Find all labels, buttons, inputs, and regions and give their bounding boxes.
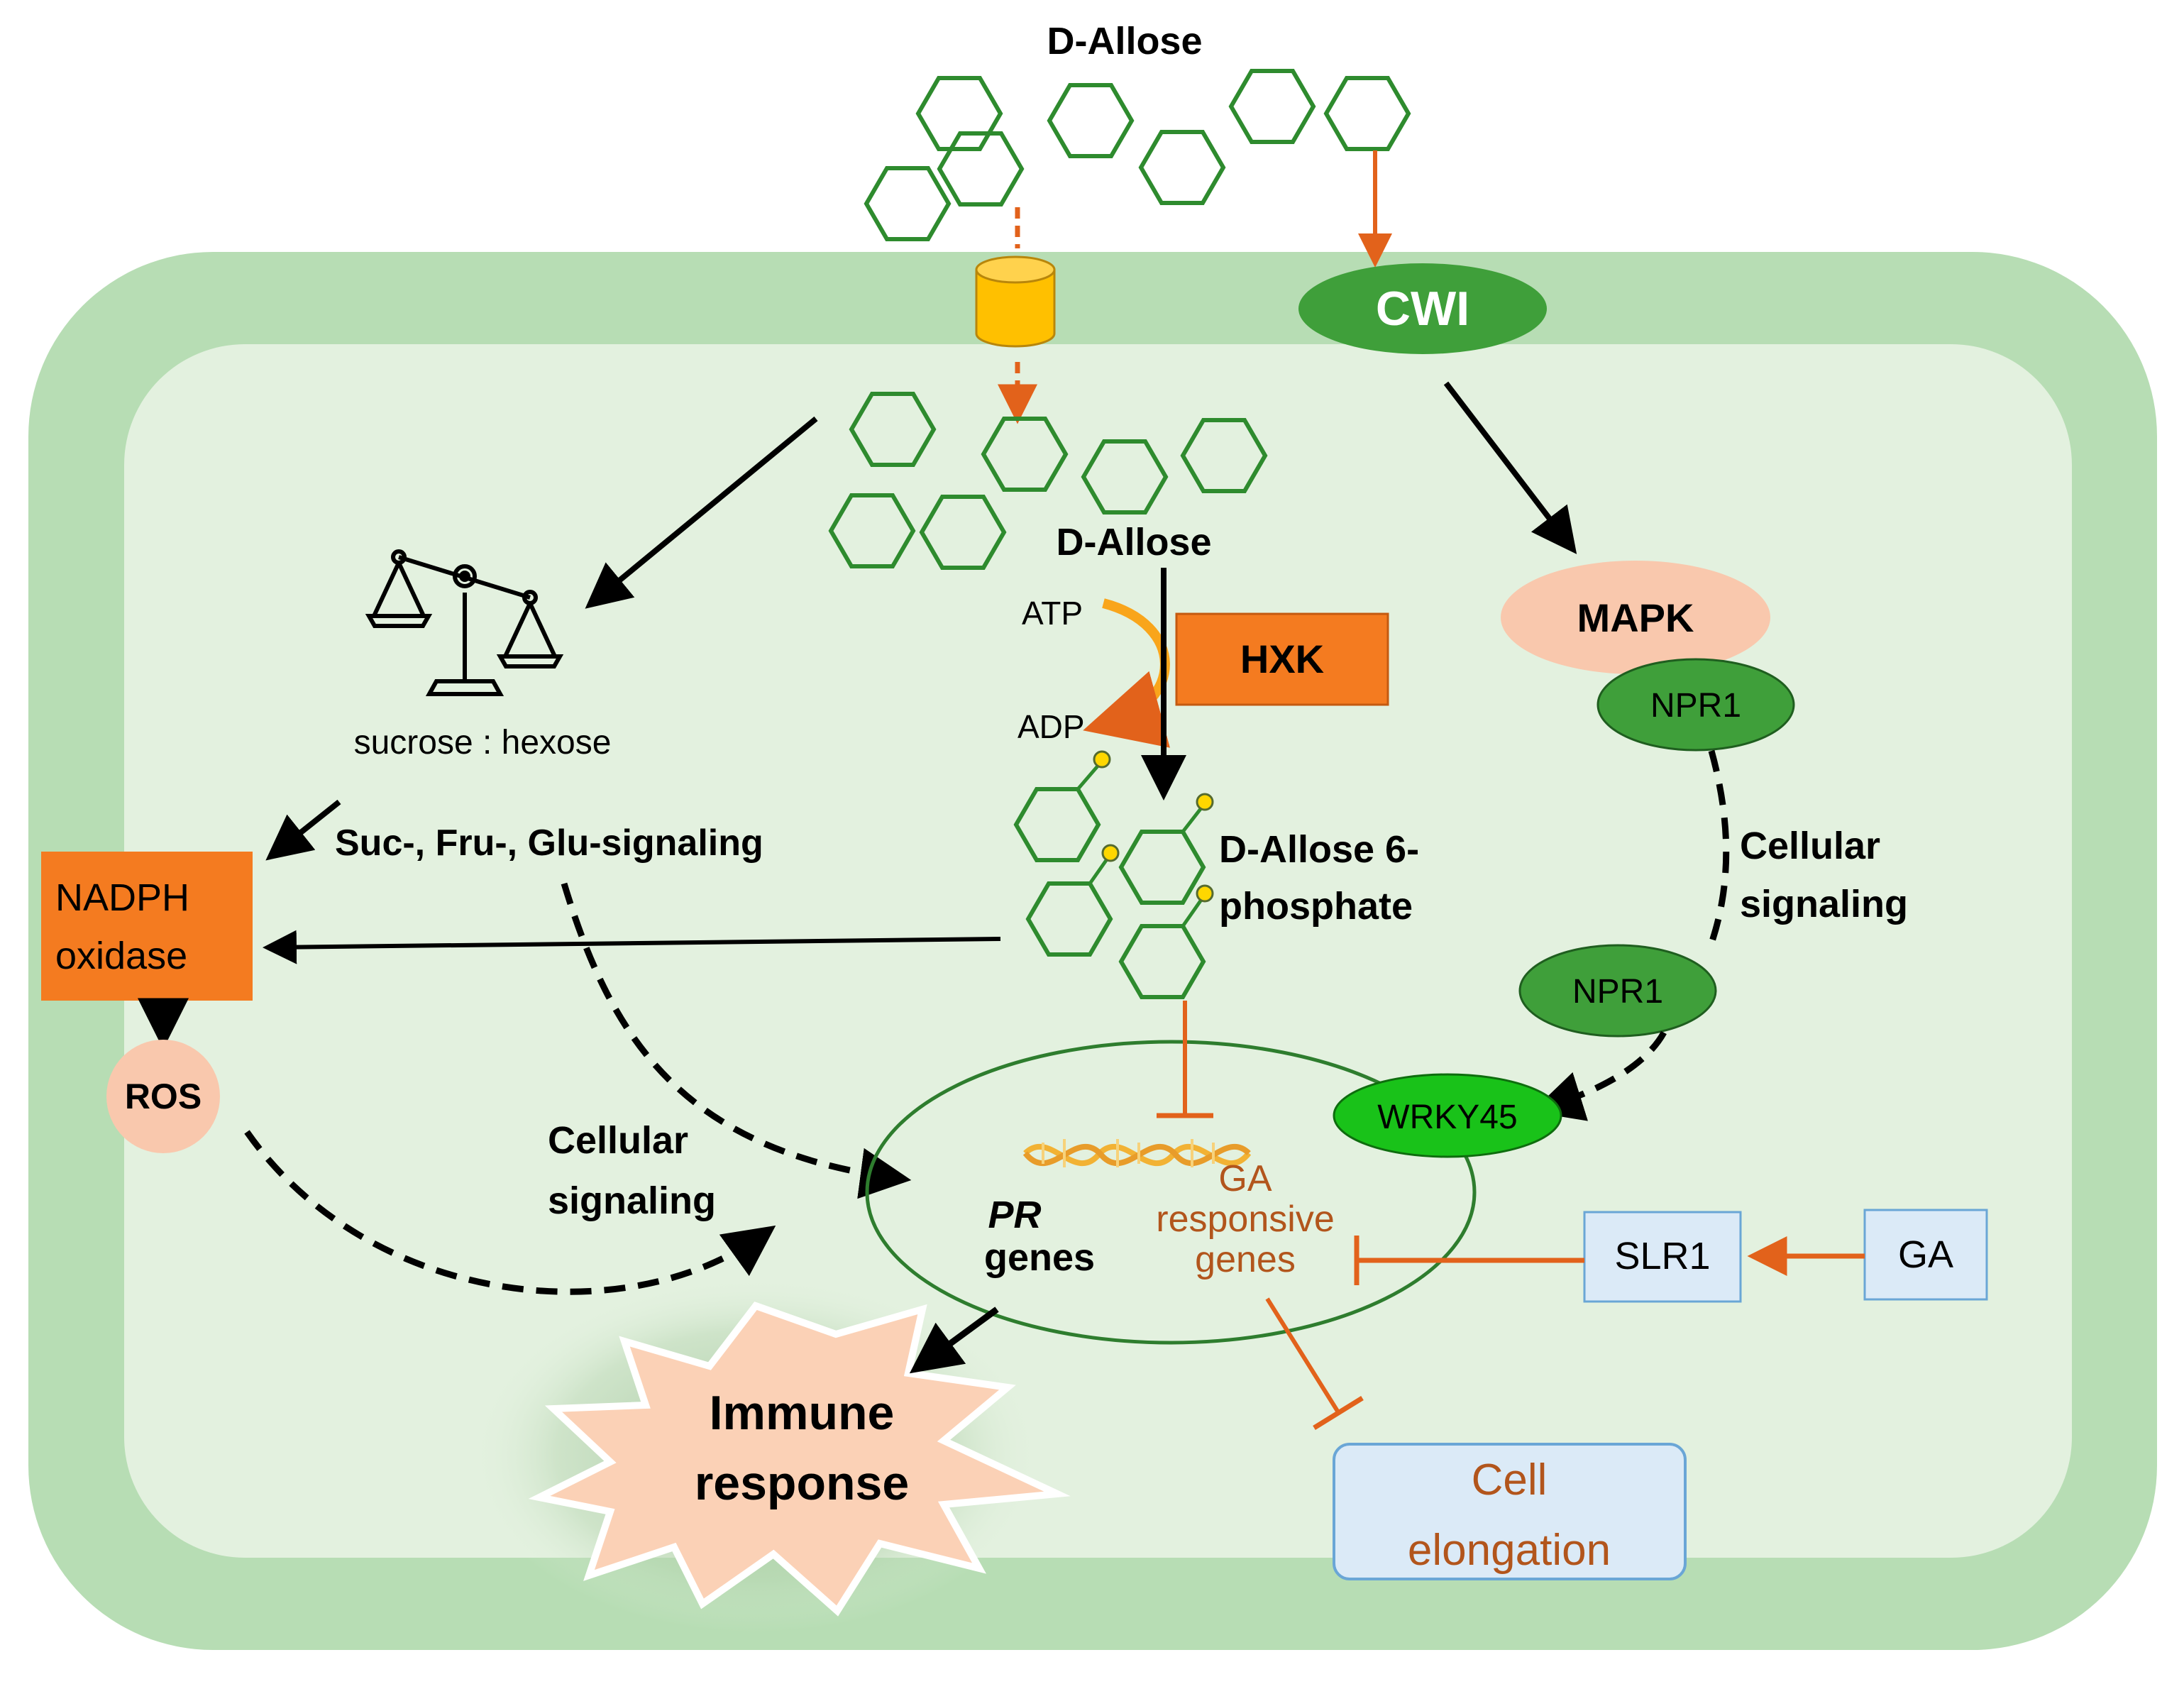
sugar-hexagon	[1138, 130, 1226, 205]
hxk-box	[1175, 612, 1389, 706]
ros-node	[106, 1040, 220, 1153]
sugar-hexagon	[849, 392, 937, 467]
ga-label: GA	[1898, 1233, 1953, 1276]
d-allose-title: D-Allose	[1047, 20, 1202, 62]
npr1-node-top	[1596, 658, 1795, 752]
oxidase-label: oxidase	[55, 935, 187, 977]
dashed-arrow-npr1-to-wrky45	[1531, 1030, 1667, 1121]
npr1-node-bottom	[1518, 944, 1717, 1038]
cell-elongation-label-1: Cell	[1472, 1456, 1548, 1504]
d-allose-intracellular-label: D-Allose	[1056, 521, 1211, 563]
sugar-hexagon	[1228, 69, 1316, 144]
sugar-hexagon	[981, 417, 1069, 492]
immune-label: Immune	[710, 1386, 895, 1440]
sucrose-hexose-label: sucrose : hexose	[354, 724, 612, 761]
ga-responsive-label-3: genes	[1195, 1239, 1296, 1280]
cellular-signaling-right-label-1: Cellular	[1740, 825, 1880, 867]
arrow-d-allose-6p-to-nadph	[263, 930, 1001, 964]
cwi-node	[1298, 263, 1547, 354]
ros-label: ROS	[125, 1077, 202, 1116]
nadph-oxidase-box	[41, 852, 253, 1001]
sugar-transporter	[975, 255, 1056, 348]
pr-label: PR	[988, 1194, 1041, 1236]
intracellular-d-allose-molecules	[828, 392, 1268, 570]
hxk-label: HXK	[1240, 637, 1324, 681]
npr1-top-label: NPR1	[1650, 687, 1741, 725]
mapk-label: MAPK	[1577, 595, 1694, 640]
cwi-label: CWI	[1376, 282, 1469, 336]
balance-scale-icon	[365, 549, 564, 696]
arrow-pr-genes-to-immune-response	[909, 1306, 999, 1374]
slr1-label: SLR1	[1614, 1235, 1710, 1277]
sugar-hexagon	[864, 166, 952, 241]
arrow-cwi-to-mapk	[1443, 381, 1577, 554]
adp-label: ADP	[1017, 708, 1085, 745]
cellular-signaling-left-label-1: Cellular	[548, 1119, 688, 1162]
arrow-sugars-to-sugar-ratio	[585, 416, 818, 609]
sugar-hexagon	[1180, 418, 1268, 493]
sugar-signaling-label: Suc-, Fru-, Glu-signaling	[335, 823, 763, 864]
mapk-node	[1501, 561, 1770, 674]
immune-response-burst	[528, 1302, 1071, 1617]
cell-elongation-label-2: elongation	[1408, 1526, 1611, 1575]
cell-elongation-box	[1333, 1443, 1687, 1580]
pr-genes-label: genes	[984, 1236, 1095, 1279]
ga-responsive-label-2: responsive	[1156, 1199, 1334, 1240]
nadph-label: NADPH	[55, 876, 189, 919]
d-allose-6-phosphate-molecules	[1013, 750, 1214, 999]
extracellular-d-allose-molecules	[864, 69, 1411, 241]
d-allose-6-phosphate-label-1: D-Allose 6-	[1219, 828, 1419, 871]
wrky45-node	[1333, 1073, 1562, 1158]
dna-helix-icon	[1022, 1139, 1252, 1167]
ga-box	[1863, 1209, 1988, 1301]
sugar-hexagon	[1047, 83, 1135, 158]
sugar-hexagon	[937, 131, 1025, 207]
phosphate-group	[1093, 750, 1111, 769]
sugar-hexagon	[919, 495, 1007, 570]
cellular-signaling-left-label-2: signaling	[548, 1179, 716, 1222]
wrky45-label: WRKY45	[1377, 1099, 1517, 1136]
cellular-signaling-right-label-2: signaling	[1740, 883, 1908, 925]
response-label: response	[695, 1456, 909, 1510]
dashed-arrow-sugar-signaling-to-nucleus	[561, 882, 912, 1199]
phosphate-group	[1101, 844, 1120, 862]
nucleus	[865, 1040, 1477, 1345]
npr1-bottom-label: NPR1	[1572, 973, 1663, 1011]
sugar-hexagon	[1081, 439, 1169, 515]
slr1-box	[1583, 1211, 1742, 1303]
sugar-hexagon	[1323, 76, 1411, 151]
sugar-hexagon	[828, 493, 916, 568]
phosphate-group	[1196, 884, 1214, 903]
inhibition-ga-genes-to-cell-elongation	[1265, 1297, 1340, 1414]
inhibition-bar	[1313, 1396, 1364, 1430]
atp-label: ATP	[1022, 595, 1083, 632]
sugar-hexagon	[915, 76, 1003, 151]
arrow-ratio-to-nadph	[265, 799, 341, 861]
d-allose-6-phosphate-label-2: phosphate	[1219, 885, 1413, 928]
dashed-link-npr1-npr1	[1706, 749, 1730, 949]
ga-responsive-label-1: GA	[1218, 1158, 1272, 1199]
phosphate-group	[1196, 793, 1214, 811]
